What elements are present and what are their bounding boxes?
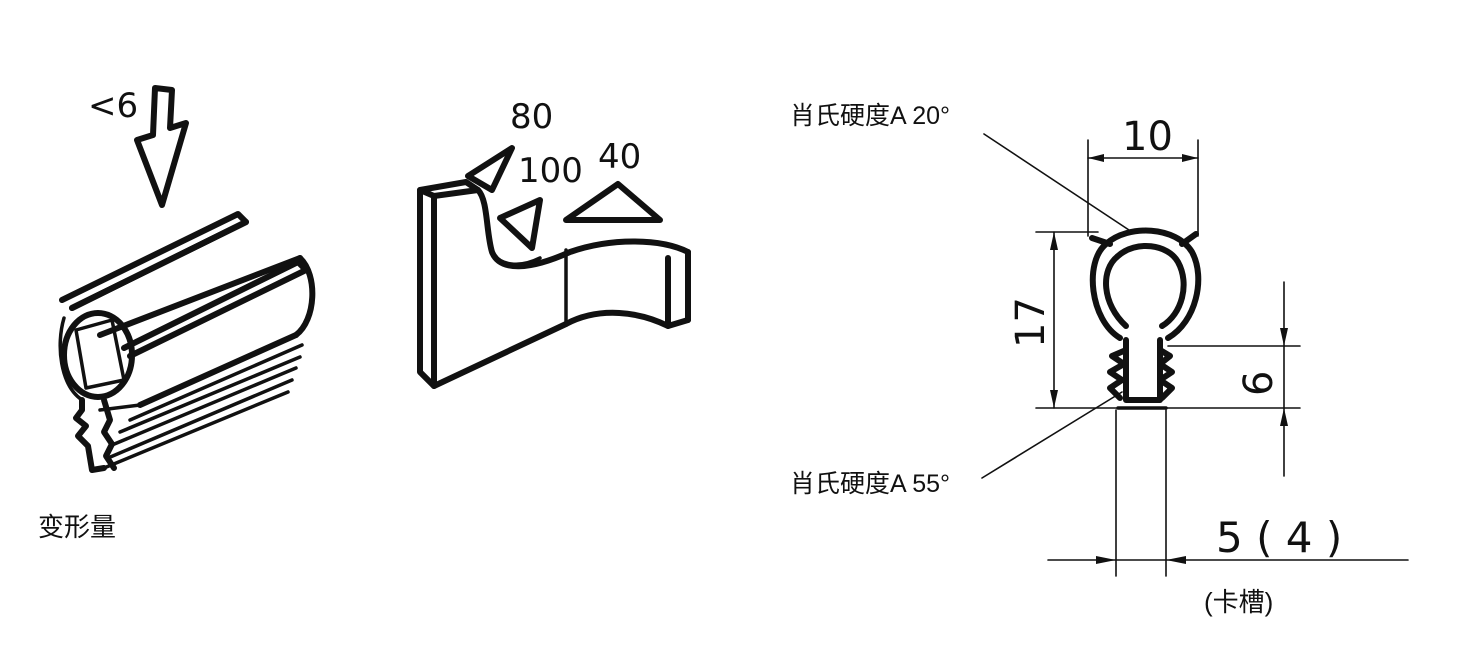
hardness-top-label: 肖氏硬度A 20°: [790, 102, 951, 130]
right-section-figure: 10 17 6 5 ( 4 ): [981, 114, 1409, 577]
width-dimension: 10: [1122, 114, 1173, 160]
angle-40-label: 40: [598, 137, 641, 177]
height-dimension: 17: [1008, 297, 1054, 348]
angle-80-triangle: [465, 145, 515, 193]
angle-100-triangle: [497, 197, 543, 251]
hardness-bottom-label: 肖氏硬度A 55°: [790, 470, 951, 498]
middle-lip-figure: 80 100 40: [417, 97, 691, 389]
angle-80-label: 80: [510, 97, 553, 137]
left-profile-figure: <6 变形量: [38, 85, 316, 542]
groove-note-label: (卡槽): [1204, 587, 1274, 617]
angle-100-label: 100: [518, 151, 583, 191]
force-arrow: [134, 85, 189, 208]
groove-depth-dimension: 6: [1236, 371, 1282, 396]
seal-body: [58, 211, 316, 473]
angle-40-triangle: [563, 181, 663, 223]
force-value: <6: [88, 86, 138, 126]
groove-width-dimension: 5 ( 4 ): [1216, 513, 1342, 562]
deformation-caption: 变形量: [38, 512, 116, 542]
